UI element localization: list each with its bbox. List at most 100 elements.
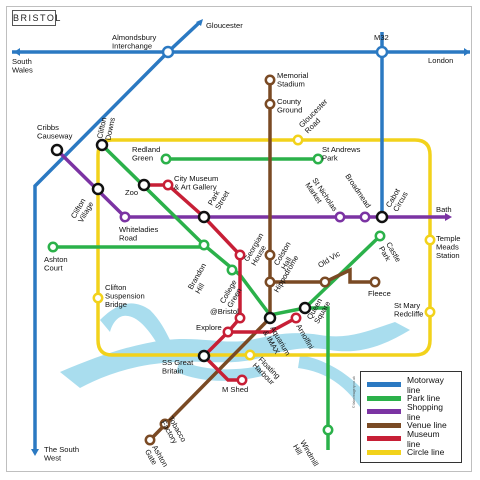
museum-line [144, 183, 297, 382]
legend-swatch [367, 395, 401, 401]
station-at-bristol [234, 312, 246, 324]
station-georgian-house [234, 249, 246, 261]
station-temple-meads [424, 234, 436, 246]
station-cribbs [50, 143, 64, 157]
label-gloucester: Gloucester [206, 21, 243, 30]
legend-swatch [367, 436, 401, 442]
legend-row: Park line [367, 392, 455, 406]
legend: Motorway line Park line Shopping line Ve… [360, 371, 462, 463]
station-broadmead [359, 211, 371, 223]
water-layer [60, 303, 410, 416]
legend-swatch [367, 409, 401, 415]
station-queen-square [263, 311, 277, 325]
station-college-green [226, 264, 238, 276]
legend-label: Motorway line [407, 374, 444, 395]
label-windmill-hill: WindmillHill [291, 439, 321, 473]
station-fleece [369, 276, 381, 288]
credit-text: © fakeimagery.co.uk [352, 376, 356, 408]
arrow-west [14, 48, 20, 56]
station-hippodrome [264, 276, 276, 288]
label-clifton-village: CliftonVillage [69, 196, 95, 224]
station-colston-hall [264, 249, 276, 261]
station-gloucester-road [292, 134, 304, 146]
legend-label: Museum line [407, 428, 440, 449]
station-county-ground [264, 98, 276, 110]
station-cabot-circus [375, 210, 389, 224]
station-st-nicholas [334, 211, 346, 223]
label-zoo: Zoo [125, 188, 138, 197]
museum-main-track [144, 183, 297, 334]
station-ss-great-britain [197, 349, 211, 363]
station-clifton-downs [95, 138, 109, 152]
station-almondsbury [161, 45, 175, 59]
label-cabot-circus: CabotCircus [384, 186, 410, 214]
station-floating-harbour [244, 349, 256, 361]
label-bath: Bath [436, 205, 452, 214]
station-arnolfini [290, 312, 302, 324]
station-memorial-stadium [264, 74, 276, 86]
legend-swatch [367, 422, 401, 428]
station-park-street [197, 210, 211, 224]
arrow-south [31, 449, 39, 456]
map-title: BRISTOL [12, 10, 60, 26]
label-georgian-house: GeorgianHouse [242, 231, 273, 267]
legend-row: Circle line [367, 446, 455, 460]
label-floating-harbour: FloatingHarbour [251, 355, 283, 387]
station-ashton-court [47, 241, 59, 253]
venue-south-track [148, 316, 272, 442]
stations [47, 45, 436, 446]
legend-row: Museum line [367, 428, 455, 449]
label-ashton-gate: AshtonGate [143, 444, 170, 473]
station-zoo [137, 178, 151, 192]
venue-oldvic-track [270, 267, 375, 284]
station-whiteladies [119, 211, 131, 223]
label-m32: M32 [374, 33, 389, 42]
motorway-m5-track [33, 20, 202, 452]
label-broadmead: Broadmead [343, 172, 372, 210]
station-explore [222, 326, 234, 338]
legend-label: Shopping line [407, 401, 443, 422]
label-brandon-hill: BrandonHill [186, 262, 215, 296]
label-at-bristol: @Bristol [210, 307, 239, 316]
arrow-east [464, 48, 470, 56]
label-castle-park: CastlePark [377, 241, 403, 268]
arrow-bath [445, 213, 452, 221]
station-redland-green [160, 153, 172, 165]
station-st-mary-redcliffe [424, 306, 436, 318]
station-brandon-hill [198, 239, 210, 251]
label-st-nicholas-market: St NicholasMarket [303, 176, 339, 218]
station-m32 [375, 45, 389, 59]
legend-row: Venue line [367, 419, 455, 433]
station-clifton-village [91, 182, 105, 196]
label-city-museum: City Museum& Art Gallery [174, 174, 218, 191]
label-clifton-downs: CliftonDowns [95, 115, 117, 142]
station-city-museum [162, 179, 174, 191]
station-old-vic [319, 276, 331, 288]
station-castle-park [374, 230, 386, 242]
label-m-shed: M Shed [222, 385, 248, 394]
legend-label: Park line [407, 393, 441, 404]
station-ashton-gate [144, 434, 156, 446]
river-gorge [100, 303, 170, 345]
station-aquarium [298, 301, 312, 315]
museum-south-track [201, 330, 242, 382]
feeder-canal [298, 355, 378, 416]
legend-swatch [367, 382, 401, 388]
station-tobacco-factory [159, 418, 171, 430]
label-old-vic: Old Vic [316, 249, 342, 270]
label-london: London [428, 56, 453, 65]
legend-label: Venue line [407, 420, 447, 431]
